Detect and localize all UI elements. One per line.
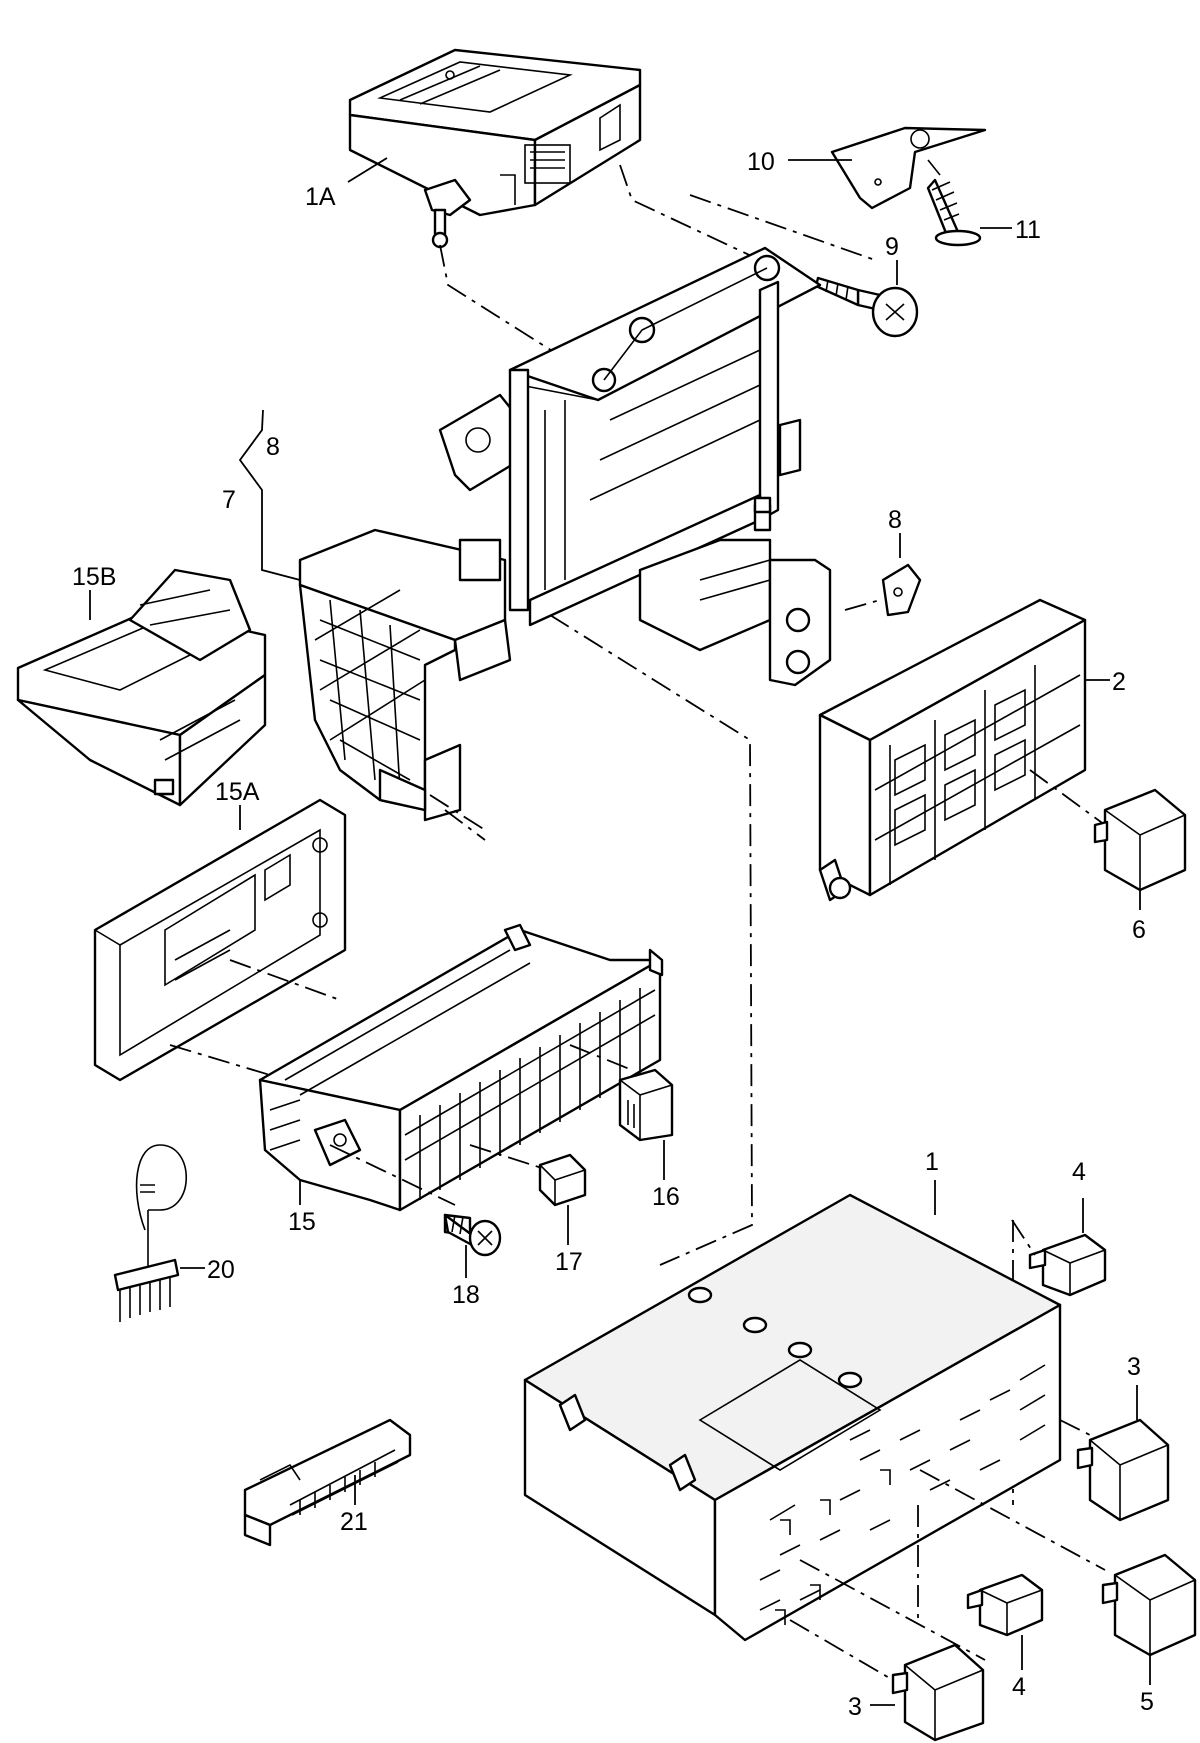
callout-7: 7 (222, 486, 236, 514)
part-3-relay-bottom (891, 1643, 985, 1742)
part-3-relay-right (1076, 1418, 1170, 1522)
part-10-bracket-plate (830, 126, 987, 210)
callout-15: 15 (288, 1208, 316, 1236)
part-16-fuse (618, 1068, 674, 1142)
callout-2: 2 (1112, 668, 1126, 696)
callout-20: 20 (207, 1256, 235, 1284)
part-1a-control-unit (348, 48, 642, 249)
part-8-clip-nut (881, 563, 922, 617)
part-21-clip (243, 1418, 412, 1547)
callout-10: 10 (747, 148, 775, 176)
part-17-mini-fuse (538, 1153, 587, 1207)
callout-5: 5 (1140, 1688, 1154, 1716)
part-15a-cover (93, 798, 347, 1082)
part-9-screw (814, 276, 919, 338)
part-6-relay (1093, 788, 1187, 892)
callout-18: 18 (452, 1281, 480, 1309)
part-18-screw (443, 1213, 502, 1257)
part-15b-connector-block (16, 568, 267, 807)
callout-16: 16 (652, 1183, 680, 1211)
part-11-screw (926, 159, 982, 247)
callout-1a: 1A (305, 183, 336, 211)
part-2-relay-carrier (818, 598, 1087, 902)
callout-15a: 15A (215, 778, 260, 806)
callout-3-bottom: 3 (848, 1693, 862, 1721)
callout-9: 9 (885, 233, 899, 261)
callout-6: 6 (1132, 916, 1146, 944)
part-15-fuse-holder (258, 923, 664, 1212)
callout-4-top: 4 (1072, 1158, 1086, 1186)
part-5-relay (1101, 1553, 1197, 1657)
part-4-relay-bottom (966, 1573, 1044, 1637)
callout-15b: 15B (72, 563, 116, 591)
part-7-main-frame (298, 246, 832, 822)
callout-17: 17 (555, 1248, 583, 1276)
callout-4-bottom: 4 (1012, 1673, 1026, 1701)
callout-8-mid: 8 (888, 506, 902, 534)
callout-11: 11 (1015, 216, 1041, 244)
callout-3-right: 3 (1127, 1353, 1141, 1381)
callout-1: 1 (925, 1148, 939, 1176)
callout-8-top: 8 (266, 433, 280, 461)
part-20-wire-harness (113, 1144, 188, 1322)
part-1-relay-box (523, 1193, 1062, 1642)
callout-21: 21 (340, 1508, 368, 1536)
part-4-relay-top (1028, 1233, 1107, 1297)
